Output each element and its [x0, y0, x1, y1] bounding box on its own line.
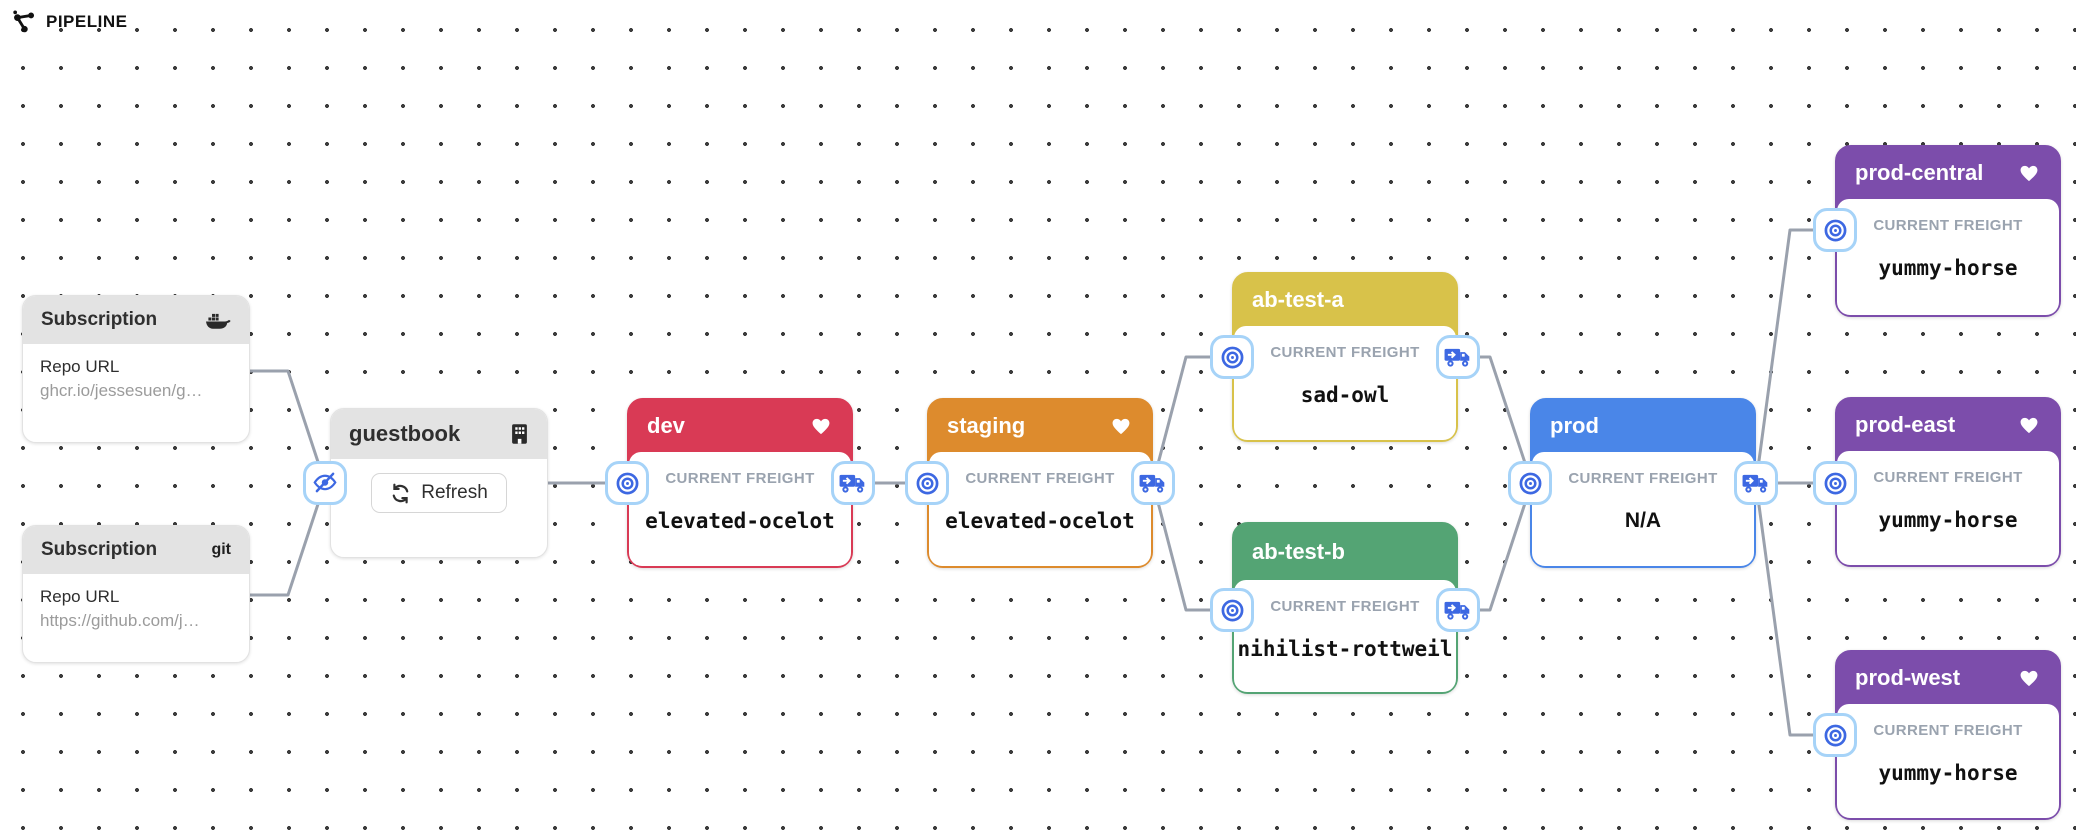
stage-target-badge-prod-west[interactable]	[1813, 713, 1857, 757]
bullseye-icon	[1519, 472, 1541, 494]
refresh-icon	[392, 483, 409, 503]
app-title: PIPELINE	[12, 10, 127, 34]
warehouse-name: guestbook	[349, 421, 461, 446]
refresh-label: Refresh	[421, 482, 488, 503]
repo-url-value: ghcr.io/jessesuen/g…	[40, 381, 203, 400]
freight-truck-badge-dev[interactable]	[831, 461, 875, 505]
favorite-heart-icon[interactable]	[809, 415, 833, 437]
favorite-heart-icon[interactable]	[2017, 162, 2041, 184]
current-freight-label: CURRENT FREIGHT	[665, 470, 815, 487]
stage-target-badge-staging[interactable]	[905, 461, 949, 505]
stage-card-ab-test-a[interactable]: ab-test-a CURRENT FREIGHT sad-owl	[1232, 272, 1458, 442]
stage-target-badge-prod-east[interactable]	[1813, 461, 1857, 505]
stage-name: dev	[647, 413, 685, 438]
truck-icon	[839, 474, 865, 493]
freight-name: elevated-ocelot	[945, 509, 1135, 533]
stage-name: prod-east	[1855, 412, 1956, 437]
subscription-title: Subscription	[41, 309, 158, 330]
freight-name: yummy-horse	[1878, 508, 2018, 532]
stage-name: ab-test-a	[1252, 287, 1344, 312]
stage-target-badge-prod-central[interactable]	[1813, 208, 1857, 252]
stage-name: prod	[1550, 413, 1599, 438]
git-icon: git	[211, 541, 231, 558]
current-freight-label: CURRENT FREIGHT	[1873, 469, 2023, 486]
freight-name: sad-owl	[1300, 383, 1390, 407]
freight-truck-badge-staging[interactable]	[1131, 461, 1175, 505]
freight-truck-badge-ab-test-b[interactable]	[1436, 588, 1480, 632]
stage-name: prod-west	[1855, 665, 1961, 690]
truck-icon	[1742, 474, 1768, 493]
stage-card-dev[interactable]: dev CURRENT FREIGHT elevated-ocelot	[627, 398, 853, 568]
current-freight-label: CURRENT FREIGHT	[1873, 722, 2023, 739]
freight-name: yummy-horse	[1878, 761, 2018, 785]
repo-url-label: Repo URL	[40, 357, 120, 376]
bullseye-icon	[1221, 599, 1243, 621]
stage-name: prod-central	[1855, 160, 1984, 185]
warehouse-card-guestbook[interactable]: guestbook Refresh	[330, 408, 548, 558]
stage-target-badge-ab-test-b[interactable]	[1210, 588, 1254, 632]
stage-name: staging	[947, 413, 1026, 438]
favorite-heart-icon[interactable]	[2017, 414, 2041, 436]
truck-icon	[1139, 474, 1165, 493]
bullseye-icon	[916, 472, 938, 494]
stage-target-badge-dev[interactable]	[605, 461, 649, 505]
eye-slash-icon	[313, 472, 337, 493]
stage-target-badge-ab-test-a[interactable]	[1210, 335, 1254, 379]
stage-card-prod[interactable]: prod CURRENT FREIGHT N/A	[1530, 398, 1756, 568]
page-title: PIPELINE	[46, 12, 128, 31]
freight-truck-badge-ab-test-a[interactable]	[1436, 335, 1480, 379]
stage-card-prod-east[interactable]: prod-east CURRENT FREIGHT yummy-horse	[1835, 397, 2061, 567]
current-freight-label: CURRENT FREIGHT	[965, 470, 1115, 487]
freight-truck-badge-prod[interactable]	[1734, 461, 1778, 505]
freight-name: N/A	[1624, 509, 1662, 532]
truck-icon	[1444, 601, 1470, 620]
hide-subscriptions-badge[interactable]	[303, 461, 347, 505]
stage-name: ab-test-b	[1252, 539, 1345, 564]
bullseye-icon	[1824, 724, 1846, 746]
stage-card-staging[interactable]: staging CURRENT FREIGHT elevated-ocelot	[927, 398, 1153, 568]
stage-target-badge-prod[interactable]	[1508, 461, 1552, 505]
stage-card-prod-west[interactable]: prod-west CURRENT FREIGHT yummy-horse	[1835, 650, 2061, 820]
bullseye-icon	[616, 472, 638, 494]
pipeline-icon	[13, 10, 35, 33]
repo-url-value: https://github.com/j…	[40, 611, 200, 630]
current-freight-label: CURRENT FREIGHT	[1270, 344, 1420, 361]
favorite-heart-icon[interactable]	[2017, 667, 2041, 689]
refresh-button[interactable]: Refresh	[371, 473, 507, 513]
bullseye-icon	[1824, 219, 1846, 241]
subscription-card-image[interactable]: Subscription Repo URL ghcr.io/jessesuen/…	[22, 295, 250, 443]
freight-name: yummy-horse	[1878, 256, 2018, 280]
current-freight-label: CURRENT FREIGHT	[1873, 217, 2023, 234]
truck-icon	[1444, 348, 1470, 367]
freight-name: nihilist-rottweil	[1237, 637, 1453, 661]
bullseye-icon	[1824, 472, 1846, 494]
current-freight-label: CURRENT FREIGHT	[1568, 470, 1718, 487]
stage-card-prod-central[interactable]: prod-central CURRENT FREIGHT yummy-horse	[1835, 145, 2061, 317]
favorite-heart-icon[interactable]	[1109, 415, 1133, 437]
stage-card-ab-test-b[interactable]: ab-test-b CURRENT FREIGHT nihilist-rottw…	[1232, 522, 1458, 694]
subscription-title: Subscription	[41, 539, 158, 560]
warehouse-icon	[512, 424, 527, 444]
current-freight-label: CURRENT FREIGHT	[1270, 598, 1420, 615]
repo-url-label: Repo URL	[40, 587, 120, 606]
bullseye-icon	[1221, 346, 1243, 368]
docker-icon	[206, 313, 231, 329]
subscription-card-git[interactable]: Subscription git Repo URL https://github…	[22, 525, 250, 663]
freight-name: elevated-ocelot	[645, 509, 835, 533]
